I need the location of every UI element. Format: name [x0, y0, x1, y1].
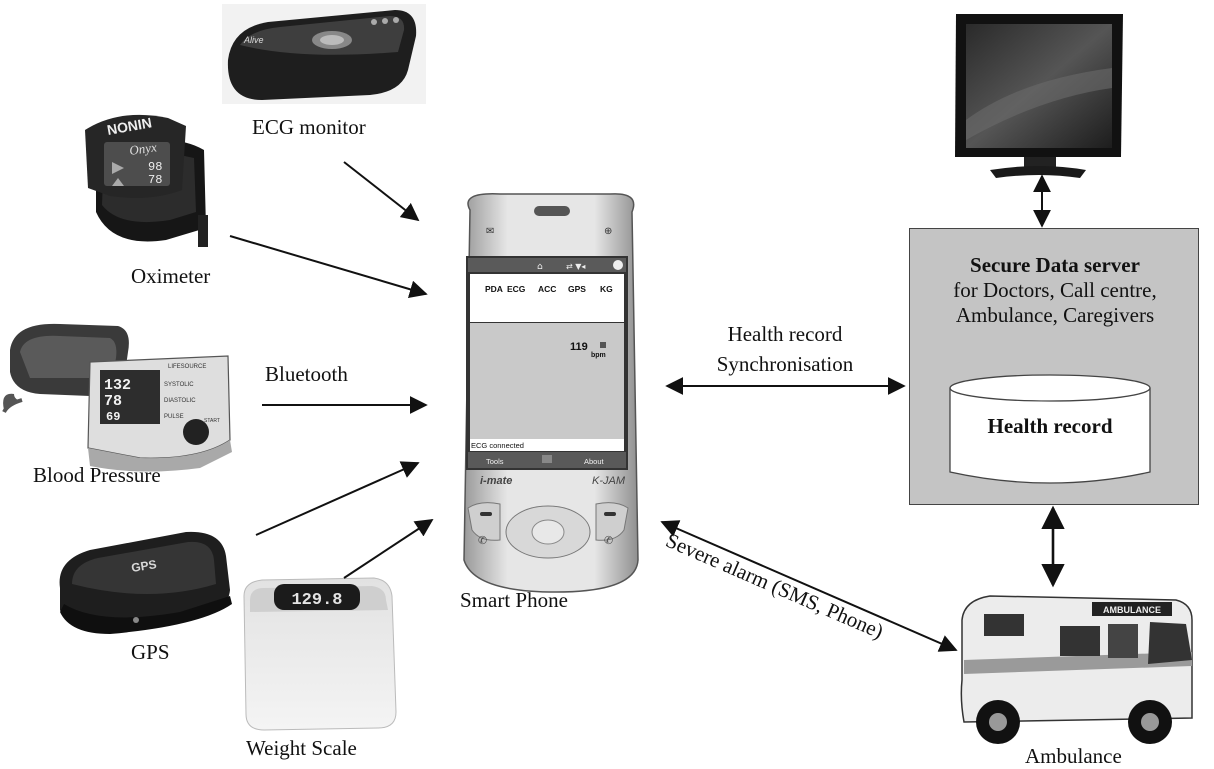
- arrow-ecg-to-phone: [343, 161, 420, 222]
- svg-text:✆: ✆: [478, 534, 487, 547]
- ecg-monitor-label: ECG monitor: [252, 115, 366, 139]
- phone-status-text: ECG connected: [471, 441, 524, 450]
- phone-menu-about[interactable]: About: [584, 457, 605, 466]
- oximeter-label: Oximeter: [131, 264, 211, 288]
- ecg-monitor-image: Alive: [222, 4, 426, 104]
- phone-tab-pda[interactable]: PDA: [485, 284, 503, 294]
- server-subtitle-line1: for Doctors, Call centre,: [953, 278, 1157, 302]
- bluetooth-label: Bluetooth: [265, 362, 348, 386]
- monitor-image: [955, 14, 1123, 178]
- scale-display: 129.8: [291, 591, 342, 610]
- phone-tab-kg[interactable]: KG: [600, 284, 613, 294]
- smart-phone-label: Smart Phone: [460, 588, 568, 612]
- bp-label-systolic: SYSTOLIC: [164, 382, 194, 388]
- arrow-scale-to-phone: [343, 519, 434, 579]
- ambulance-sign: AMBULANCE: [1103, 605, 1161, 615]
- server-subtitle-line2: Ambulance, Caregivers: [955, 303, 1155, 327]
- oximeter-model: Onyx: [128, 139, 157, 158]
- weight-scale-label: Weight Scale: [246, 736, 357, 760]
- ambulance-image: AMBULANCE: [960, 595, 1193, 744]
- blood-pressure-image: 132 78 69 SYSTOLIC DIASTOLIC PULSE LIFES…: [2, 323, 232, 472]
- bp-label-pulse: PULSE: [164, 414, 184, 420]
- bp-reading-3: 69: [106, 410, 120, 424]
- phone-heart-unit: bpm: [591, 352, 606, 359]
- bp-reading-1: 132: [104, 377, 131, 394]
- phone-brand-right: K-JAM: [592, 475, 626, 487]
- server-title: Secure Data server: [970, 253, 1140, 277]
- phone-tab-gps[interactable]: GPS: [568, 284, 586, 294]
- gps-device-image: GPS: [59, 531, 232, 634]
- smart-phone-image: ✉ ⊕ ⌂ ⇄ ▼◂ i-mate K-JAM ✆ ✆ PDA ECG ACC …: [463, 193, 639, 593]
- gps-brand: GPS: [130, 557, 157, 575]
- svg-text:✉: ✉: [486, 226, 494, 237]
- oximeter-brand: NONIN: [106, 114, 153, 138]
- svg-text:⇄ ▼◂: ⇄ ▼◂: [566, 262, 585, 271]
- svg-text:⊕: ⊕: [604, 226, 612, 237]
- bp-reading-2: 78: [104, 393, 122, 410]
- phone-heart-rate: 119: [570, 341, 588, 353]
- oximeter-reading-bottom: 78: [148, 173, 162, 187]
- ambulance-label: Ambulance: [1025, 744, 1122, 768]
- svg-text:⌂: ⌂: [537, 262, 543, 272]
- ecg-brand: Alive: [243, 35, 264, 45]
- blood-pressure-label: Blood Pressure: [33, 463, 161, 487]
- svg-text:✆: ✆: [604, 534, 613, 547]
- database-label: Health record: [987, 414, 1113, 438]
- phone-tab-acc[interactable]: ACC: [538, 284, 556, 294]
- sync-label-line1: Health record: [727, 322, 843, 346]
- phone-tab-ecg[interactable]: ECG: [507, 284, 526, 294]
- phone-menu-tools[interactable]: Tools: [486, 457, 504, 466]
- weight-scale-image: 129.8: [243, 577, 397, 731]
- bp-label-diastolic: DIASTOLIC: [164, 398, 196, 404]
- bp-start-label: START: [204, 418, 220, 424]
- sync-label-line2: Synchronisation: [716, 352, 854, 376]
- bp-brand: LIFESOURCE: [168, 364, 206, 370]
- arrow-phone-ambulance-alarm: [660, 520, 958, 652]
- arrow-gps-to-phone: [255, 461, 420, 536]
- oximeter-image: NONIN Onyx 98 78: [85, 114, 208, 247]
- phone-brand-left: i-mate: [480, 475, 512, 487]
- arrow-oximeter-to-phone: [229, 235, 428, 299]
- oximeter-reading-top: 98: [148, 160, 162, 174]
- gps-label: GPS: [131, 640, 170, 664]
